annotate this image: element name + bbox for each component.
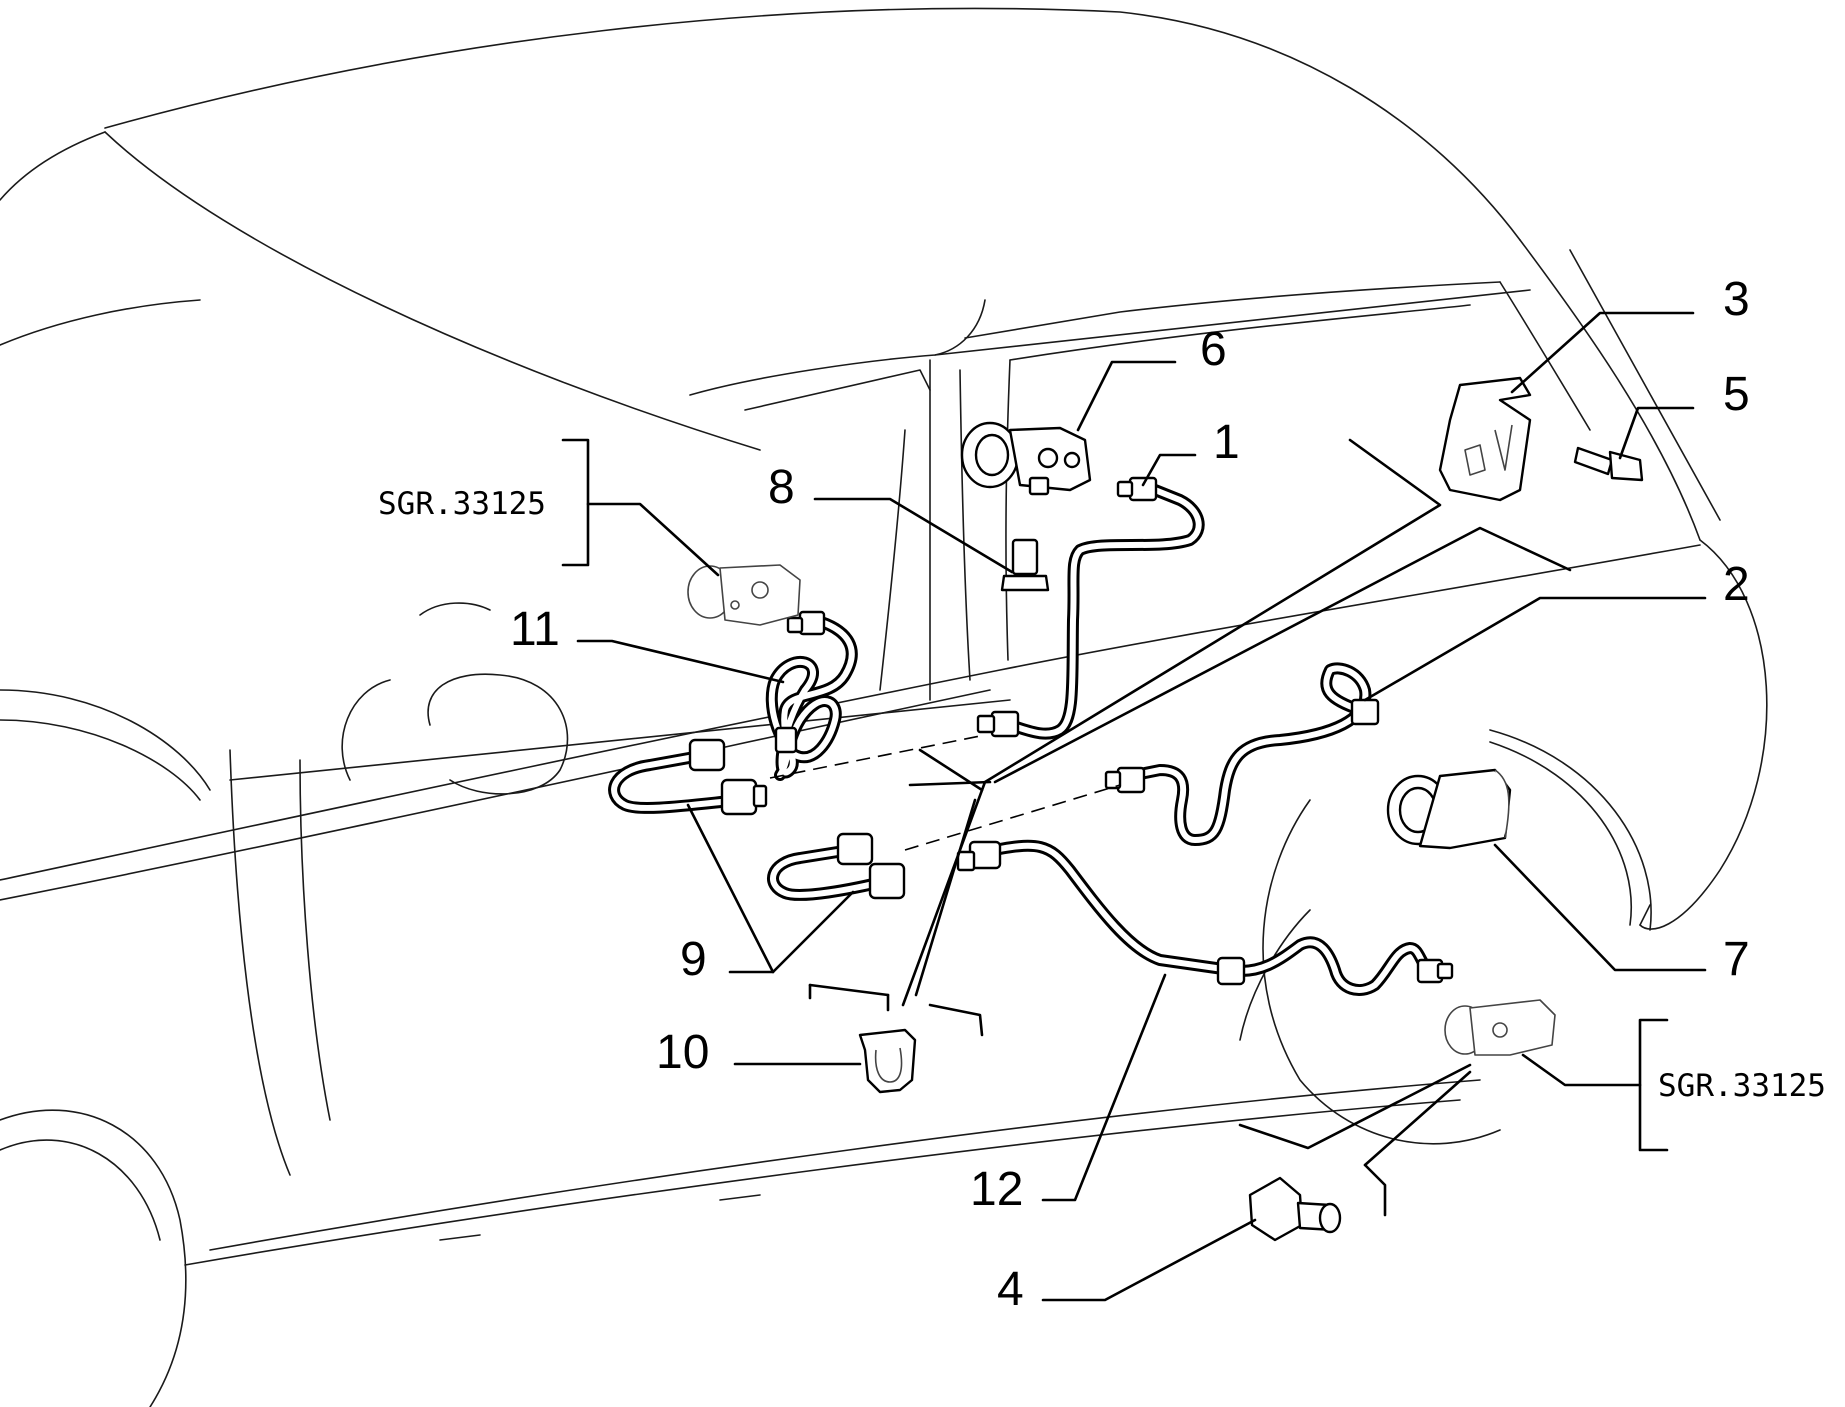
brake-hose-9-upper [608, 738, 768, 816]
callout-11: 11 [510, 603, 560, 656]
brake-hose-9-lower [767, 832, 906, 901]
reference-part-right [1444, 999, 1556, 1056]
brake-pipe-11 [765, 610, 858, 781]
brake-cylinder-7 [1386, 768, 1512, 850]
brake-pipe-1 [976, 476, 1205, 740]
reference-labels: SGR.33125 SGR.33125 [378, 486, 1826, 1104]
brake-pipes [608, 476, 1454, 996]
reference-part-left [687, 564, 801, 626]
callout-numbers: 1 2 3 4 5 6 7 8 9 10 11 12 [510, 273, 1750, 1316]
callout-9: 9 [680, 933, 707, 986]
reference-label-right: SGR.33125 [1658, 1068, 1826, 1104]
callout-2: 2 [1723, 558, 1750, 611]
callout-5: 5 [1723, 368, 1750, 421]
reference-label-left: SGR.33125 [378, 486, 546, 522]
pipe-clip-10 [858, 1028, 917, 1094]
brake-pipe-12 [956, 839, 1454, 996]
callout-12: 12 [970, 1163, 1023, 1216]
callout-7: 7 [1723, 933, 1750, 986]
callout-3: 3 [1723, 273, 1750, 326]
leader-lines [561, 311, 1707, 1302]
bolt-8 [1000, 538, 1050, 592]
bolt-5 [1573, 446, 1644, 482]
brake-pipe-2 [1104, 662, 1380, 846]
car-body-outline [0, 7, 1768, 1407]
callout-8: 8 [768, 461, 795, 514]
bleed-screw-4 [1248, 1176, 1342, 1242]
callout-4: 4 [997, 1263, 1024, 1316]
callout-10: 10 [656, 1026, 709, 1079]
callout-1: 1 [1213, 416, 1240, 469]
callout-6: 6 [1200, 323, 1227, 376]
bracket-3 [1438, 376, 1532, 502]
brake-regulator-valve-6 [960, 421, 1092, 496]
